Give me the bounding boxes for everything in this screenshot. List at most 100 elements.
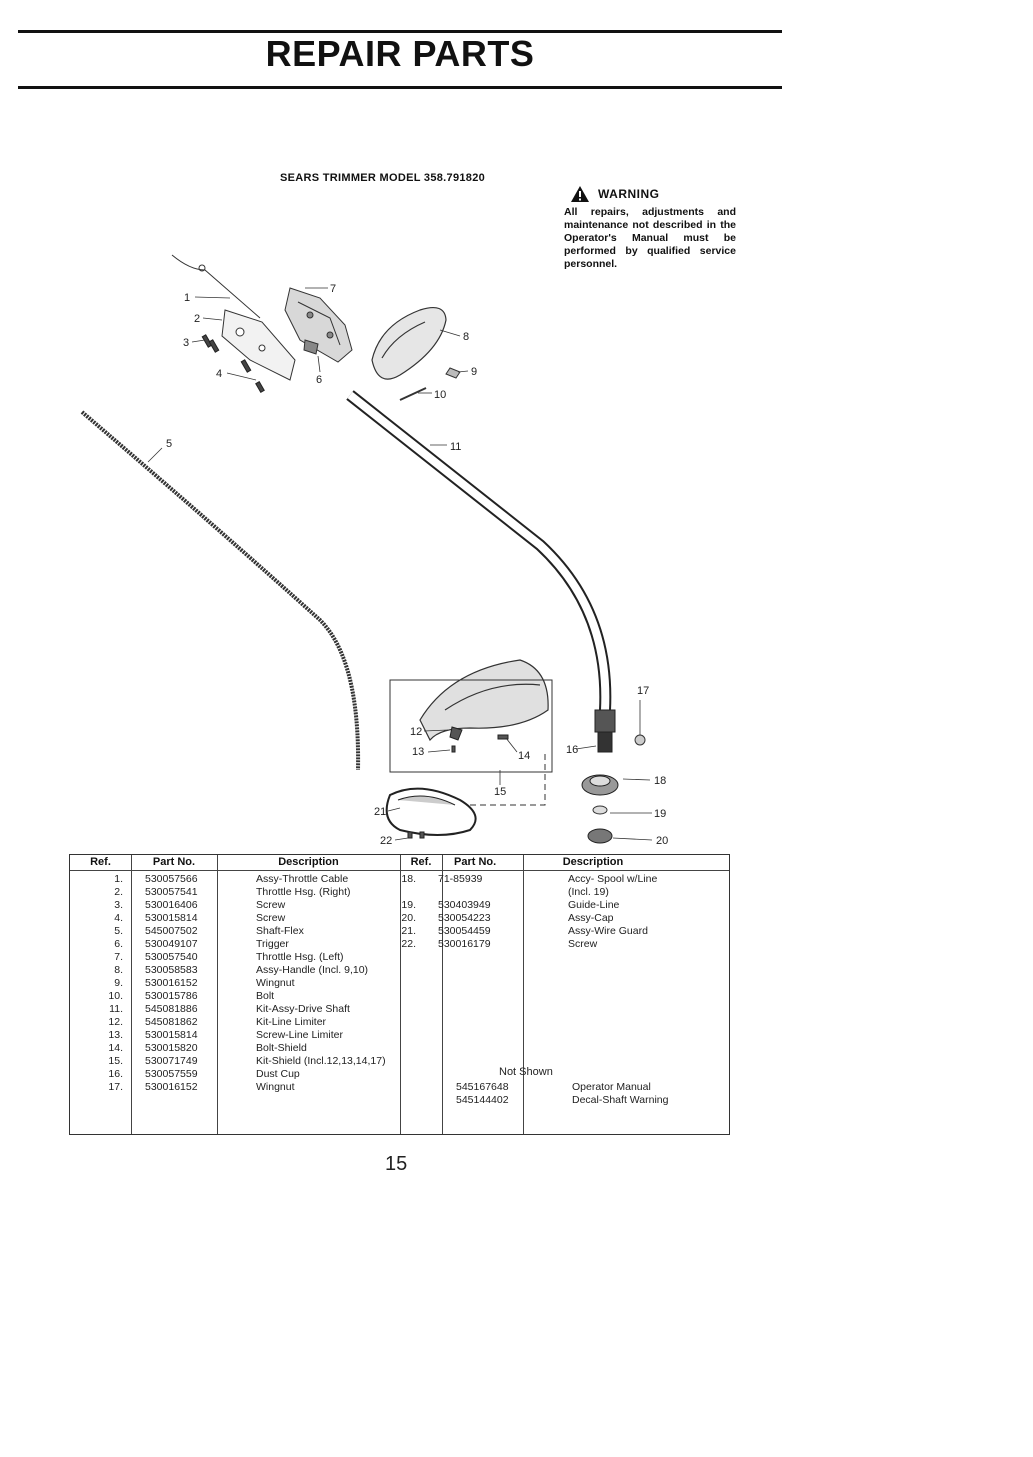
description-cell: Assy-Throttle Cable <box>256 873 349 885</box>
parts-table: Ref. Part No. Description Ref. Part No. … <box>69 854 730 1135</box>
ref-cell <box>360 886 416 899</box>
description-cell: Kit-Shield (Incl.12,13,14,17) <box>256 1055 386 1067</box>
col-header-part-no-2: Part No. <box>454 856 497 868</box>
ref-cell: 13. <box>108 1029 123 1041</box>
callout-12: 12 <box>410 726 422 738</box>
header-top-rule <box>18 30 782 33</box>
ref-cell: 3. <box>114 899 123 911</box>
not-shown-row: 545144402 Decal-Shaft Warning <box>456 1094 668 1107</box>
screws-22-part <box>407 831 425 839</box>
ref-cell: 21. <box>401 925 416 937</box>
not-shown-row: 545167648 Operator Manual <box>456 1081 651 1094</box>
part-no-cell: 530015786 <box>145 990 198 1002</box>
ref-cell: 14. <box>108 1042 123 1054</box>
part-no-cell: 545007502 <box>145 925 198 937</box>
description-cell: Wingnut <box>256 977 295 989</box>
part-no-cell: 530403949 <box>438 899 491 911</box>
table-row: (Incl. 19) <box>360 886 657 899</box>
line-guide-part <box>592 805 608 815</box>
callout-5: 5 <box>166 438 172 450</box>
ref-cell: 4. <box>114 912 123 924</box>
callout-4: 4 <box>216 368 222 380</box>
part-no-cell: 530015814 <box>145 1029 198 1041</box>
description-cell: Screw <box>256 912 286 924</box>
part-no-cell: 530016152 <box>145 1081 198 1093</box>
part-no-cell: 530049107 <box>145 938 198 950</box>
callout-16: 16 <box>566 744 578 756</box>
callout-2: 2 <box>194 313 200 325</box>
part-no-cell: 530016179 <box>438 938 491 950</box>
description-cell: Kit-Assy-Drive Shaft <box>256 1003 350 1015</box>
ref-cell: 12. <box>108 1016 123 1028</box>
wingnut-part <box>445 367 461 379</box>
col-header-description-2: Description <box>562 856 624 868</box>
table-row: 11. 545081886 Kit-Assy-Drive Shaft <box>70 1003 386 1016</box>
ref-cell: 16. <box>108 1068 123 1080</box>
part-no-cell: 545081886 <box>145 1003 198 1015</box>
description-cell: Bolt <box>256 990 275 1002</box>
callout-14: 14 <box>518 750 530 762</box>
description-cell: Trigger <box>256 938 289 950</box>
callout-21: 21 <box>374 806 386 818</box>
callout-10: 10 <box>434 389 446 401</box>
description-cell: Wingnut <box>256 1081 295 1093</box>
ref-cell: 11. <box>109 1003 123 1015</box>
col-divider <box>400 855 401 1134</box>
ref-cell: 7. <box>114 951 123 963</box>
description-cell: Accy- Spool w/Line <box>568 873 658 885</box>
callout-22: 22 <box>380 835 392 847</box>
part-no-cell: 530058583 <box>145 964 198 976</box>
ref-cell: 18. <box>401 873 416 885</box>
callout-13: 13 <box>412 746 424 758</box>
ref-cell: 17. <box>108 1081 123 1093</box>
callout-6: 6 <box>316 374 322 386</box>
col-divider <box>217 855 218 1134</box>
throttle-cable-part <box>171 254 261 319</box>
col-header-ref-2: Ref. <box>410 856 432 868</box>
part-no-cell: 530054223 <box>438 912 491 924</box>
description-cell: Throttle Hsg. (Right) <box>256 886 351 898</box>
ref-cell: 2. <box>114 886 123 898</box>
wingnut-17-part <box>634 734 646 746</box>
part-no-cell: 545081862 <box>145 1016 198 1028</box>
throttle-housing-left-part <box>284 287 353 363</box>
spool-part <box>581 774 619 796</box>
dust-cup-part <box>594 709 616 753</box>
trigger-part <box>303 339 319 355</box>
part-no-cell: 530057566 <box>145 873 198 885</box>
description-cell: Assy-Cap <box>568 912 614 924</box>
ref-cell: 22. <box>401 938 416 950</box>
warning-triangle-icon <box>571 186 589 202</box>
flex-shaft-part <box>80 410 361 771</box>
cap-part <box>587 828 613 844</box>
table-row: 18. 71-85939 Accy- Spool w/Line <box>360 873 657 886</box>
line-limiter-part <box>449 726 509 753</box>
part-no-cell: 71-85939 <box>438 873 483 885</box>
col-divider <box>523 855 524 1134</box>
callout-11: 11 <box>450 441 461 453</box>
diagram-callouts: 1 2 3 4 5 6 7 8 9 10 11 12 13 14 15 16 1… <box>166 283 668 847</box>
part-no-cell: 530015820 <box>145 1042 198 1054</box>
description-cell: Screw-Line Limiter <box>256 1029 343 1041</box>
col-header-ref: Ref. <box>90 856 111 868</box>
not-shown-desc: Operator Manual <box>572 1081 651 1093</box>
description-cell: Guide-Line <box>568 899 620 911</box>
ref-cell: 6. <box>114 938 123 950</box>
header-divider <box>70 870 729 871</box>
callout-9: 9 <box>471 366 477 378</box>
callout-8: 8 <box>463 331 469 343</box>
handle-assy-part <box>371 307 447 380</box>
not-shown-label: Not Shown <box>499 1066 553 1078</box>
ref-cell: 9. <box>114 977 123 989</box>
part-no-cell: 530016152 <box>145 977 198 989</box>
